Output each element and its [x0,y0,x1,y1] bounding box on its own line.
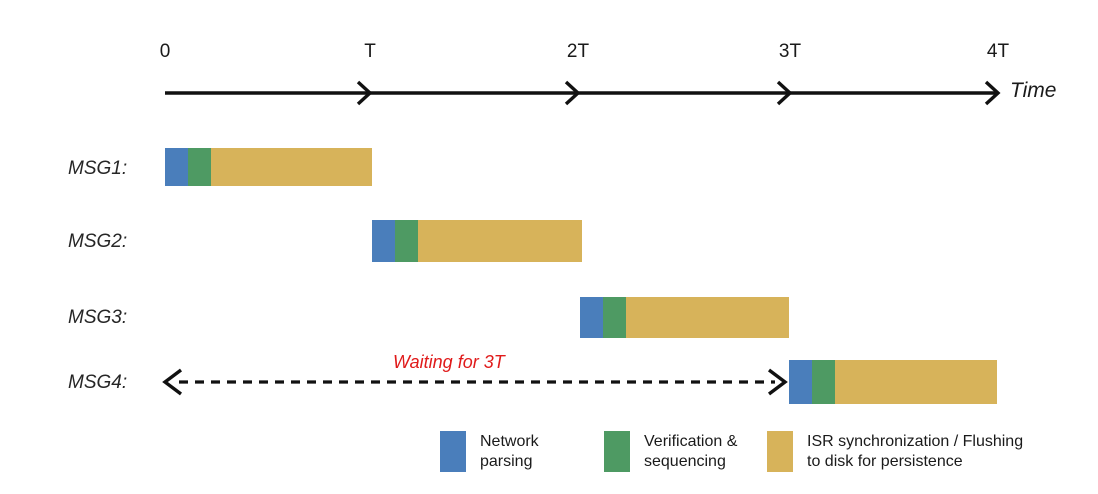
bar-segment-network-parsing-2 [372,220,395,262]
legend-swatch-verification-sequencing [604,431,630,472]
waiting-arrow [162,368,788,396]
legend-label-line2: sequencing [644,453,726,471]
bar-segment-network-parsing-1 [165,148,188,186]
bar-segment-verification-sequencing-1 [188,148,211,186]
message-bar-4 [789,360,997,404]
bar-segment-network-parsing-3 [580,297,603,338]
message-label-3: MSG3: [68,307,128,328]
axis-tick-label-4t: 4T [986,41,1010,62]
bar-segment-isr-sync-flush-2 [418,220,582,262]
legend-label-line1: Verification & [644,433,738,450]
axis-arrowhead-4 [984,80,1001,106]
bar-segment-isr-sync-flush-1 [211,148,372,186]
message-label-4: MSG4: [68,372,128,393]
message-label-2: MSG2: [68,231,128,252]
legend-label-line1: Network [480,433,539,450]
bar-segment-verification-sequencing-3 [603,297,626,338]
axis-arrowhead-1 [356,80,373,106]
axis-tick-label-3t: 3T [778,41,802,62]
legend-label-line2: to disk for persistence [807,453,963,471]
bar-segment-network-parsing-4 [789,360,812,404]
axis-arrowhead-3 [776,80,793,106]
bar-segment-isr-sync-flush-4 [835,360,997,404]
legend-label-verification-sequencing: Verification & sequencing [644,432,737,473]
waiting-arrowhead-right [767,368,788,396]
time-axis-line [165,80,1001,106]
legend-label-isr-sync-flush: ISR synchronization / Flushing to disk fo… [807,432,1023,473]
legend-swatch-isr-sync-flush [767,431,793,472]
bar-segment-isr-sync-flush-3 [626,297,789,338]
axis-tick-label-t: T [364,41,376,62]
legend-label-line1: ISR synchronization / Flushing [807,433,1024,450]
message-label-1: MSG1: [68,158,128,179]
message-bar-1 [165,148,372,186]
legend-label-network-parsing: Network parsing [480,432,539,473]
message-bar-3 [580,297,789,338]
waiting-for-3t-label: Waiting for 3T [393,352,505,372]
axis-arrowhead-2 [564,80,581,106]
bar-segment-verification-sequencing-2 [395,220,418,262]
axis-tick-label-0: 0 [159,41,171,62]
bar-segment-verification-sequencing-4 [812,360,835,404]
waiting-arrowhead-left [162,368,183,396]
legend-swatch-network-parsing [440,431,466,472]
axis-tick-label-2t: 2T [566,41,590,62]
axis-title-time: Time [1010,79,1057,102]
legend-label-line2: parsing [480,453,533,471]
message-bar-2 [372,220,582,262]
